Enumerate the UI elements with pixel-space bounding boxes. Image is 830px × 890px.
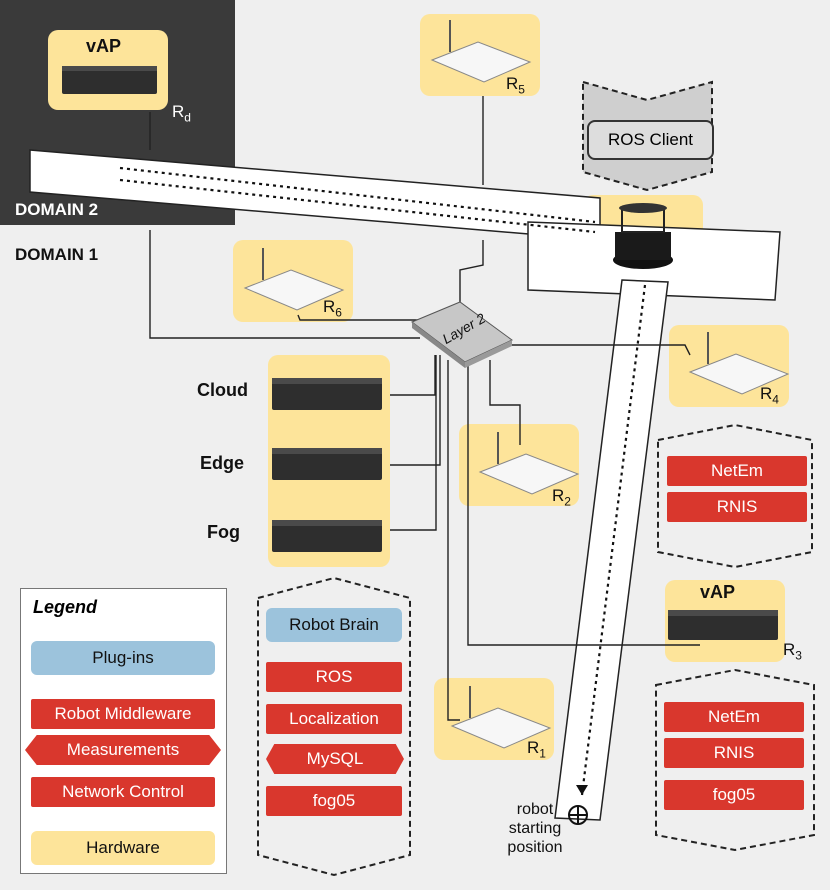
center-mysql: MySQL (266, 744, 404, 774)
r4-stack-chevron (657, 423, 813, 569)
center-ros: ROS (266, 662, 402, 692)
servers (62, 66, 778, 640)
r3-netem: NetEm (664, 702, 804, 732)
router-r1-label: R1 (527, 738, 546, 761)
domain2-label: DOMAIN 2 (15, 200, 99, 219)
legend-robot-middleware: Robot Middleware (31, 699, 215, 729)
robot (613, 203, 673, 269)
robot-start-marker (568, 805, 588, 825)
center-localization: Localization (266, 704, 402, 734)
router-r6-label: R6 (323, 297, 342, 320)
legend-hardware: Hardware (31, 831, 215, 865)
legend-title: Legend (33, 597, 98, 617)
center-plugin-robot-brain: Robot Brain (266, 608, 402, 642)
vap-r3-label: vAP (700, 582, 736, 602)
robot-start-label: robot starting position (507, 801, 563, 856)
r3-stack-chevron (655, 668, 815, 852)
legend-network-control: Network Control (31, 777, 215, 807)
r3-fog05: fog05 (664, 780, 804, 810)
tier-edge-label: Edge (200, 453, 245, 473)
router-r4-label: R4 (760, 384, 779, 407)
r4-rnis: RNIS (667, 492, 807, 522)
legend-measurements: Measurements (25, 735, 221, 765)
center-fog05: fog05 (266, 786, 402, 816)
router-r3-label: R3 (783, 640, 802, 663)
layer2-switch: Layer 2 (411, 301, 513, 368)
legend-plugins: Plug-ins (31, 641, 215, 675)
router-rd-label: Rd (172, 102, 191, 125)
vap-domain2-label: vAP (86, 36, 122, 56)
legend: Legend Plug-ins Robot Middleware Measure… (20, 588, 227, 874)
r3-rnis: RNIS (664, 738, 804, 768)
domain1-label: DOMAIN 1 (15, 245, 99, 264)
tier-fog-label: Fog (207, 522, 240, 542)
router-r5-label: R5 (506, 74, 525, 97)
r4-netem: NetEm (667, 456, 807, 486)
center-stack-chevron (257, 576, 411, 877)
wireless-routers (243, 20, 790, 749)
network-links (149, 96, 700, 721)
corridor-map (29, 149, 781, 821)
router-r2-label: R2 (552, 486, 571, 509)
tier-cloud-label: Cloud (197, 380, 248, 400)
ros-client-box: ROS Client (587, 120, 714, 160)
